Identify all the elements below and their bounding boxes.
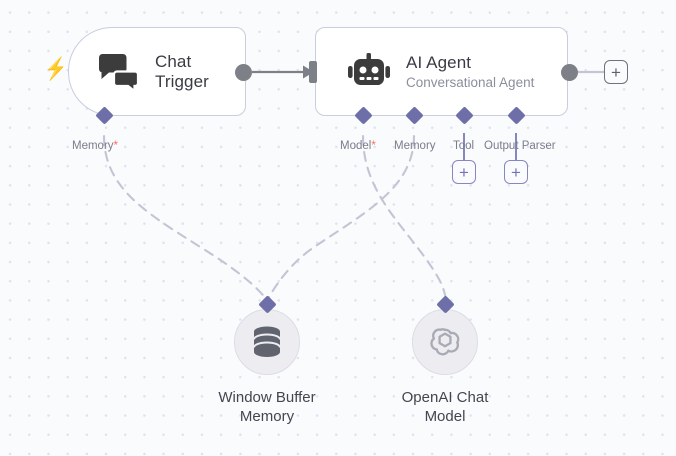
port-label-agent-model: Model* [340, 139, 376, 153]
lightning-bolt-icon: ⚡ [44, 56, 67, 81]
chat-bubbles-icon [95, 49, 141, 95]
port-label-agent-output-parser: Output Parser [484, 140, 556, 152]
edge-agent-memory [266, 134, 416, 301]
subnode-label-line1: Window Buffer [218, 389, 316, 406]
subnode-label-line2: Memory [239, 408, 295, 425]
openai-icon [430, 328, 460, 356]
node-subtitle: Conversational Agent [406, 74, 535, 90]
edge-agent-model [361, 134, 448, 301]
node-chat-trigger-text: Chat Trigger [155, 52, 209, 92]
required-marker: * [371, 140, 376, 152]
output-port-chat-trigger[interactable] [235, 63, 252, 81]
input-port-ai-agent[interactable] [309, 61, 317, 83]
subnode-label-openai-chat-model: OpenAI Chat Model [365, 388, 525, 426]
edge-trigger-memory [102, 134, 268, 301]
subnode-label-line2: Model [424, 408, 466, 425]
port-label-trigger-memory: Memory* [72, 139, 118, 153]
node-chat-trigger[interactable]: Chat Trigger [68, 27, 246, 116]
output-port-ai-agent[interactable] [561, 63, 578, 81]
port-label-text: Model [340, 140, 372, 152]
subnode-label-line1: OpenAI Chat [401, 389, 489, 406]
add-tool-button[interactable]: + [452, 160, 476, 184]
add-next-node-button[interactable]: + [604, 60, 628, 84]
subnode-label-window-buffer-memory: Window Buffer Memory [187, 388, 347, 426]
port-label-agent-memory: Memory [394, 140, 436, 152]
node-title: Chat [155, 51, 192, 71]
required-marker: * [113, 140, 119, 152]
node-ai-agent-text: AI Agent Conversational Agent [406, 53, 534, 91]
node-ai-agent[interactable]: AI Agent Conversational Agent [315, 27, 568, 116]
subnode-openai-chat-model[interactable] [412, 309, 478, 375]
database-icon [253, 326, 281, 357]
robot-icon [346, 49, 392, 95]
node-title-line2: Trigger [155, 71, 209, 91]
add-output-parser-button[interactable]: + [504, 160, 528, 184]
port-label-text: Memory [72, 140, 114, 152]
node-title: AI Agent [406, 52, 472, 72]
port-label-agent-tool: Tool [453, 140, 475, 152]
subnode-window-buffer-memory[interactable] [234, 309, 300, 375]
